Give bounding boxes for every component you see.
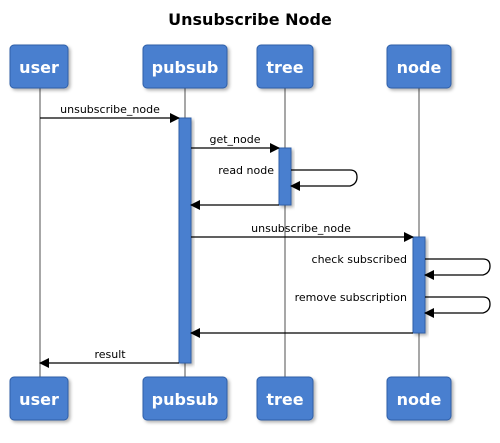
message-label: check subscribed xyxy=(312,253,407,266)
participant-label: node xyxy=(397,390,442,409)
activation-tree xyxy=(278,147,292,206)
message-get-node: get_node xyxy=(191,133,280,153)
message-read-node: read node xyxy=(218,164,358,191)
message-label: read node xyxy=(218,164,274,177)
participant-pubsub-bottom: pubsub xyxy=(142,376,228,421)
participant-label: pubsub xyxy=(152,390,219,409)
participant-label: user xyxy=(19,58,59,77)
activation-node xyxy=(412,236,426,334)
participant-label: user xyxy=(19,390,59,409)
message-unsubscribe-node-2: unsubscribe_node xyxy=(191,222,414,242)
participant-node-top: node xyxy=(386,44,452,89)
participant-label: tree xyxy=(266,390,303,409)
message-unsubscribe-node-1: unsubscribe_node xyxy=(40,103,180,123)
participant-node-bottom: node xyxy=(386,376,452,421)
participant-user-top: user xyxy=(9,44,69,89)
participant-pubsub-top: pubsub xyxy=(142,44,228,89)
participant-user-bottom: user xyxy=(9,376,69,421)
activation-pubsub xyxy=(178,117,192,364)
message-label: unsubscribe_node xyxy=(60,103,160,116)
participant-tree-top: tree xyxy=(256,44,314,89)
message-label: unsubscribe_node xyxy=(251,222,351,235)
diagram-title: Unsubscribe Node xyxy=(168,10,332,29)
participant-tree-bottom: tree xyxy=(256,376,314,421)
message-remove-subscription: remove subscription xyxy=(295,291,491,318)
message-label: get_node xyxy=(209,133,260,146)
message-check-subscribed: check subscribed xyxy=(312,253,491,280)
participant-label: node xyxy=(397,58,442,77)
message-label: remove subscription xyxy=(295,291,407,304)
participant-label: pubsub xyxy=(152,58,219,77)
participant-label: tree xyxy=(266,58,303,77)
message-result: result xyxy=(39,348,179,368)
message-label: result xyxy=(94,348,126,361)
